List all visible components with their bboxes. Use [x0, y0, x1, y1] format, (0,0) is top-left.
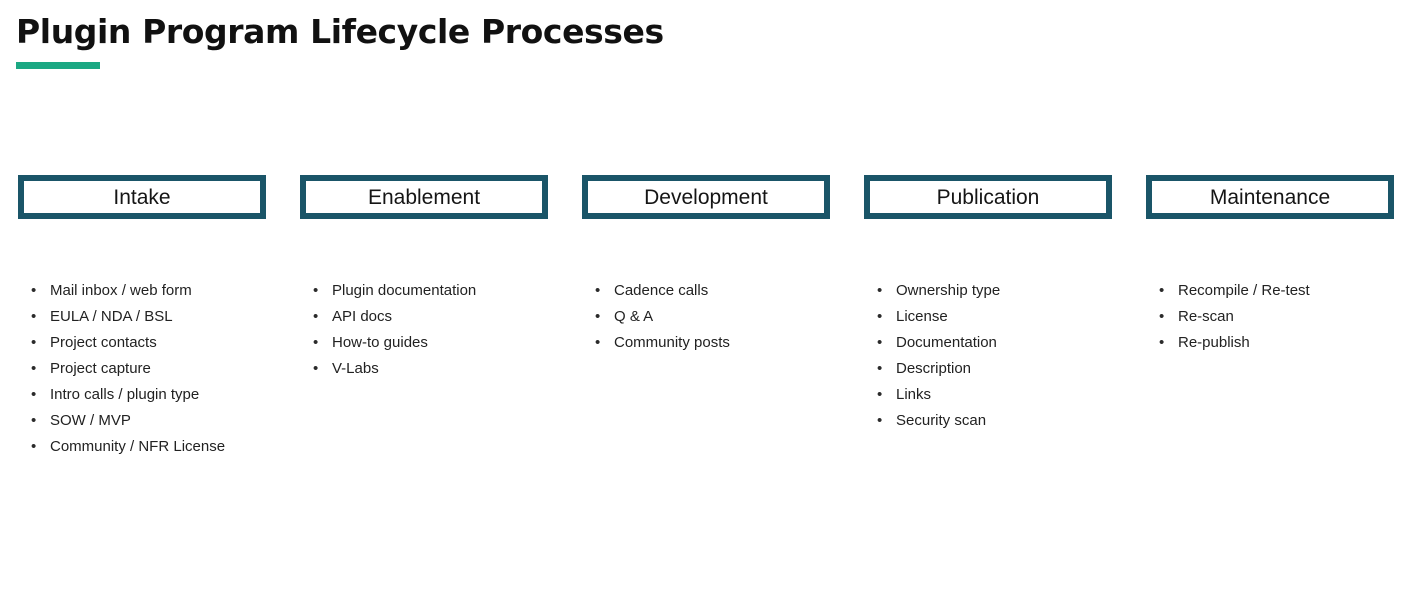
- bullet-list-development: • Cadence calls • Q & A • Community posts: [582, 278, 830, 356]
- stage-header-label: Maintenance: [1209, 185, 1331, 209]
- page-title: Plugin Program Lifecycle Processes: [16, 12, 664, 51]
- stage-column-publication: Publication: [864, 175, 1112, 219]
- list-item: • Cadence calls: [582, 278, 830, 304]
- list-item: • Re-scan: [1146, 304, 1394, 330]
- stage-column-enablement: Enablement: [300, 175, 548, 219]
- bullet-item-label: Re-scan: [1178, 308, 1234, 325]
- stage-header-row: Intake Enablement Development Publication Ma…: [18, 175, 1412, 219]
- bullet-dot-icon: •: [595, 334, 601, 351]
- list-item: • Security scan: [864, 408, 1112, 434]
- bullet-dot-icon: •: [31, 386, 37, 403]
- bullet-dot-icon: •: [31, 412, 37, 429]
- bullet-dot-icon: •: [1159, 334, 1165, 351]
- bullet-dot-icon: •: [31, 438, 37, 455]
- list-item: • Plugin documentation: [300, 278, 548, 304]
- stage-header-enablement[interactable]: Enablement: [300, 175, 548, 219]
- list-item: • Re-publish: [1146, 330, 1394, 356]
- bullet-item-label: V-Labs: [332, 360, 379, 377]
- bullet-dot-icon: •: [31, 282, 37, 299]
- bullet-item-label: Project contacts: [50, 334, 157, 351]
- bullet-dot-icon: •: [313, 360, 319, 377]
- stage-header-intake[interactable]: Intake: [18, 175, 266, 219]
- stage-header-publication[interactable]: Publication: [864, 175, 1112, 219]
- bullet-dot-icon: •: [313, 308, 319, 325]
- list-item: • Q & A: [582, 304, 830, 330]
- bullet-item-label: Links: [896, 386, 932, 403]
- bullet-column-maintenance: • Recompile / Re-test • Re-scan • Re-publish: [1146, 278, 1394, 460]
- bullet-dot-icon: •: [313, 282, 319, 299]
- bullet-list-enablement: • Plugin documentation • API docs • How-to gu…: [300, 278, 548, 382]
- bullet-item-label: Mail inbox / web form: [50, 282, 192, 299]
- bullet-item-label: Security scan: [896, 412, 987, 429]
- bullet-column-enablement: • Plugin documentation • API docs • How-to gu…: [300, 278, 548, 460]
- bullet-dot-icon: •: [595, 308, 601, 325]
- list-item: • Community posts: [582, 330, 830, 356]
- list-item: • Project contacts: [18, 330, 266, 356]
- bullet-item-label: Ownership type: [896, 282, 1001, 299]
- bullet-dot-icon: •: [877, 334, 883, 351]
- bullet-dot-icon: •: [313, 334, 319, 351]
- stage-header-label: Enablement: [367, 185, 481, 209]
- stage-header-label: Development: [644, 185, 768, 209]
- bullet-dot-icon: •: [877, 360, 883, 377]
- bullet-dot-icon: •: [1159, 282, 1165, 299]
- list-item: • EULA / NDA / BSL: [18, 304, 266, 330]
- title-accent-bar: [16, 62, 100, 69]
- bullet-item-label: Cadence calls: [614, 282, 709, 299]
- bullet-item-label: Community posts: [614, 334, 730, 351]
- bullet-item-label: EULA / NDA / BSL: [50, 308, 173, 325]
- bullet-item-label: Description: [896, 360, 972, 377]
- bullet-column-intake: •Mail inbox / web form•EULA / NDA / BSL•…: [18, 278, 266, 460]
- bullet-dot-icon: •: [877, 282, 883, 299]
- bullet-item-label: Documentation: [896, 334, 997, 351]
- bullet-list-maintenance: • Recompile / Re-test • Re-scan • Re-publish: [1146, 278, 1394, 356]
- bullet-item-label: Project capture: [50, 360, 151, 377]
- bullet-item-label: How-to guides: [332, 334, 428, 351]
- list-item: • Community / NFR License: [18, 434, 266, 460]
- list-item: • V-Labs: [300, 356, 548, 382]
- bullet-list-intake: •Mail inbox / web form•EULA / NDA / BSL•…: [18, 278, 266, 460]
- bullet-dot-icon: •: [595, 282, 601, 299]
- stage-bullets-row: •Mail inbox / web form•EULA / NDA / BSL•…: [18, 278, 1412, 460]
- bullet-dot-icon: •: [877, 412, 883, 429]
- list-item: • Description: [864, 356, 1112, 382]
- bullet-column-development: • Cadence calls • Q & A • Community posts: [582, 278, 830, 460]
- list-item: • Mail inbox / web form: [18, 278, 266, 304]
- bullet-item-label: Re-publish: [1178, 334, 1250, 351]
- bullet-dot-icon: •: [31, 308, 37, 325]
- bullet-dot-icon: •: [877, 308, 883, 325]
- bullet-dot-icon: •: [31, 360, 37, 377]
- bullet-list-publication: • Ownership type • License • Documentation • De…: [864, 278, 1112, 434]
- bullet-item-label: Plugin documentation: [332, 282, 477, 299]
- bullet-item-label: Community / NFR License: [50, 438, 226, 455]
- stage-header-development[interactable]: Development: [582, 175, 830, 219]
- stage-column-development: Development: [582, 175, 830, 219]
- bullet-item-label: Intro calls / plugin type: [50, 386, 200, 403]
- bullet-dot-icon: •: [877, 386, 883, 403]
- bullet-dot-icon: •: [1159, 308, 1165, 325]
- list-item: • SOW / MVP: [18, 408, 266, 434]
- list-item: • Documentation: [864, 330, 1112, 356]
- stage-header-label: Publication: [936, 185, 1040, 209]
- bullet-item-label: SOW / MVP: [50, 412, 131, 429]
- list-item: • License: [864, 304, 1112, 330]
- stage-header-label: Intake: [113, 185, 171, 209]
- list-item: • Intro calls / plugin type: [18, 382, 266, 408]
- list-item: • How-to guides: [300, 330, 548, 356]
- list-item: • API docs: [300, 304, 548, 330]
- bullet-item-label: Recompile / Re-test: [1178, 282, 1310, 299]
- bullet-item-label: API docs: [332, 308, 393, 325]
- stage-column-maintenance: Maintenance: [1146, 175, 1394, 219]
- list-item: • Links: [864, 382, 1112, 408]
- bullet-column-publication: • Ownership type • License • Documentation • De…: [864, 278, 1112, 460]
- bullet-item-label: License: [896, 308, 948, 325]
- stage-header-maintenance[interactable]: Maintenance: [1146, 175, 1394, 219]
- title-block: Plugin Program Lifecycle Processes: [16, 10, 664, 69]
- stage-column-intake: Intake: [18, 175, 266, 219]
- list-item: • Project capture: [18, 356, 266, 382]
- list-item: • Ownership type: [864, 278, 1112, 304]
- list-item: • Recompile / Re-test: [1146, 278, 1394, 304]
- bullet-item-label: Q & A: [614, 308, 654, 325]
- bullet-dot-icon: •: [31, 334, 37, 351]
